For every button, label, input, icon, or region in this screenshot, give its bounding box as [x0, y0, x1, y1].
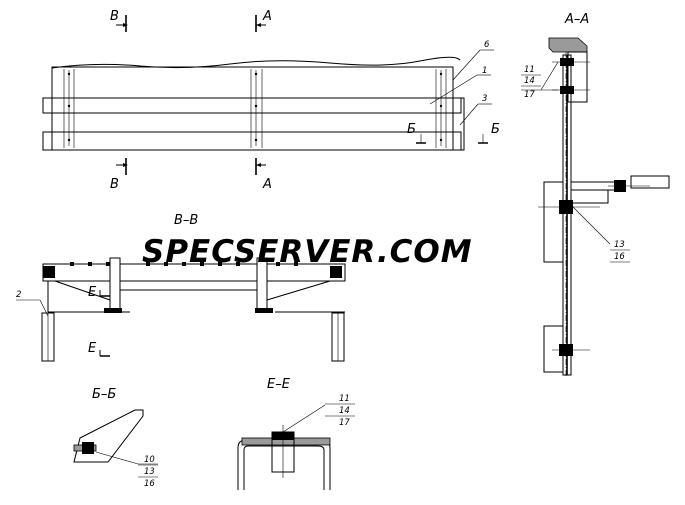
- callout-group-ee: 11 14 17: [325, 394, 355, 428]
- section-title-ee: E–E: [267, 377, 291, 392]
- callout-17b: 17: [339, 418, 350, 428]
- callout-10: 10: [144, 455, 155, 465]
- section-vv-view: [16, 257, 346, 362]
- callout-11b: 11: [339, 394, 350, 404]
- callout-3: 3: [482, 94, 487, 104]
- callout-6: 6: [484, 40, 490, 50]
- section-title-bb: Б–Б: [92, 387, 116, 402]
- section-title-aa: A–A: [564, 12, 589, 27]
- cut-mark-b-right: Б: [491, 122, 500, 137]
- plan-view: [42, 15, 494, 175]
- cut-mark-b-left: Б: [407, 122, 416, 137]
- callout-2: 2: [16, 290, 21, 300]
- callout-group-aa: 11 14 17 13 16: [521, 65, 630, 262]
- section-ee-view: [237, 404, 331, 490]
- cut-mark-e-top: E: [88, 285, 97, 300]
- callout-13b: 13: [144, 467, 155, 477]
- section-mark-b-bottom: B: [110, 177, 119, 192]
- callout-13: 13: [614, 240, 625, 250]
- callout-17: 17: [524, 90, 535, 100]
- section-title-vv: B–B: [174, 213, 198, 228]
- section-aa-view: [521, 37, 670, 378]
- callout-11: 11: [524, 65, 535, 75]
- section-mark-a-bottom: A: [262, 177, 272, 192]
- callout-16: 16: [614, 252, 625, 262]
- watermark-text: SPECSERVER.COM: [142, 234, 473, 270]
- section-mark-b-top: B: [110, 9, 119, 24]
- section-mark-a-top: A: [262, 9, 272, 24]
- callout-group-bb: 10 13 16: [138, 455, 158, 489]
- callout-14b: 14: [339, 406, 350, 416]
- cut-mark-e-bottom: E: [88, 341, 97, 356]
- callout-16b: 16: [144, 479, 155, 489]
- callout-1: 1: [482, 66, 487, 76]
- section-bb-view: [73, 409, 158, 465]
- callout-14: 14: [524, 76, 535, 86]
